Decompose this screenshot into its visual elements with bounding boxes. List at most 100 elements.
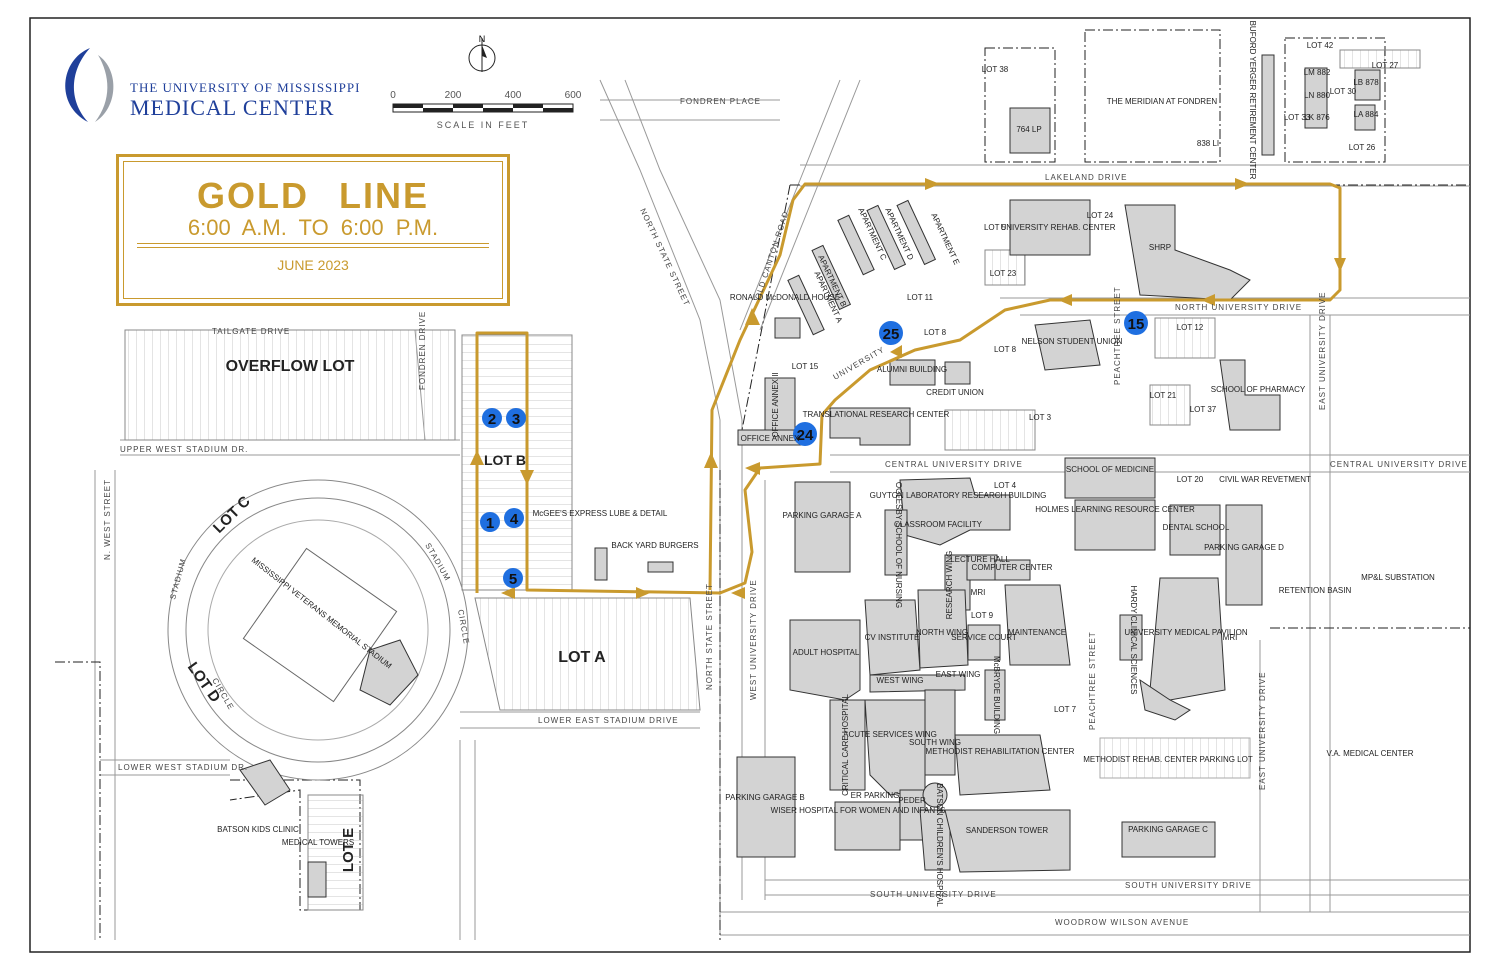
- svg-text:RONALD McDONALD HOUSE: RONALD McDONALD HOUSE: [730, 293, 840, 302]
- svg-text:LOT 4: LOT 4: [994, 481, 1017, 490]
- svg-text:LB 878: LB 878: [1353, 78, 1379, 87]
- route-arrows: [470, 178, 1346, 599]
- svg-text:EAST WING: EAST WING: [936, 670, 981, 679]
- svg-text:LAKELAND DRIVE: LAKELAND DRIVE: [1045, 173, 1127, 182]
- svg-text:LA 884: LA 884: [1354, 110, 1379, 119]
- svg-text:CRITICAL CARE HOSPITAL: CRITICAL CARE HOSPITAL: [841, 694, 850, 796]
- stop-2[interactable]: 2: [482, 408, 502, 428]
- svg-text:BATSON KIDS CLINIC: BATSON KIDS CLINIC: [217, 825, 299, 834]
- svg-text:PEACHTREE STREET: PEACHTREE STREET: [1088, 631, 1097, 730]
- stop-25[interactable]: 25: [879, 321, 903, 345]
- svg-text:NORTH WING: NORTH WING: [916, 628, 968, 637]
- svg-text:400: 400: [505, 90, 522, 101]
- svg-text:LOT 23: LOT 23: [990, 269, 1017, 278]
- svg-text:LOT 9: LOT 9: [971, 611, 994, 620]
- svg-text:OFFICE ANNEX II: OFFICE ANNEX II: [771, 372, 780, 437]
- org-name-line2: MEDICAL CENTER: [130, 95, 335, 120]
- svg-text:UNIVERSITY REHAB. CENTER: UNIVERSITY REHAB. CENTER: [1001, 223, 1116, 232]
- svg-text:SCHOOL OF PHARMACY: SCHOOL OF PHARMACY: [1211, 385, 1306, 394]
- svg-text:LOT 38: LOT 38: [982, 65, 1009, 74]
- svg-text:BACK YARD BURGERS: BACK YARD BURGERS: [611, 541, 698, 550]
- svg-text:LOT 5: LOT 5: [984, 223, 1007, 232]
- svg-text:CV INSTITUTE: CV INSTITUTE: [865, 633, 920, 642]
- parking-lots: [124, 49, 1421, 911]
- svg-text:764 LP: 764 LP: [1016, 125, 1041, 134]
- route-title-box: GOLD LINE 6:00 A.M. TO 6:00 P.M. JUNE 20…: [116, 154, 510, 306]
- svg-text:LOT 12: LOT 12: [1177, 323, 1204, 332]
- stadium-area: [167, 479, 469, 781]
- umc-logo-icon: [65, 48, 114, 122]
- svg-text:LOT 8: LOT 8: [924, 328, 947, 337]
- svg-text:METHODIST REHAB. CENTER PARKIN: METHODIST REHAB. CENTER PARKING LOT: [1083, 755, 1253, 764]
- svg-text:0: 0: [390, 90, 396, 101]
- lot-e-label: LOT E: [340, 828, 357, 872]
- svg-text:N: N: [479, 34, 486, 44]
- svg-text:SOUTH WING: SOUTH WING: [909, 738, 961, 747]
- svg-text:LK 876: LK 876: [1304, 113, 1330, 122]
- route-hours: 6:00 A.M. TO 6:00 P.M.: [187, 215, 439, 240]
- svg-text:UPPER WEST STADIUM DR.: UPPER WEST STADIUM DR.: [120, 445, 248, 454]
- stop-5[interactable]: 5: [503, 568, 523, 588]
- svg-text:LOT 11: LOT 11: [907, 293, 933, 302]
- svg-text:N. WEST STREET: N. WEST STREET: [103, 479, 112, 560]
- svg-text:SCALE IN FEET: SCALE IN FEET: [437, 120, 530, 130]
- svg-text:PARKING GARAGE B: PARKING GARAGE B: [725, 793, 804, 802]
- svg-text:WEST UNIVERSITY DRIVE: WEST UNIVERSITY DRIVE: [749, 579, 758, 700]
- lot-23-area: [984, 249, 1026, 286]
- svg-text:HOLMES LEARNING RESOURCE CENTE: HOLMES LEARNING RESOURCE CENTER: [1035, 505, 1195, 514]
- route-title-inner: [123, 161, 503, 299]
- svg-text:ALUMNI BUILDING: ALUMNI BUILDING: [877, 365, 947, 374]
- svg-text:METHODIST REHABILITATION CENTE: METHODIST REHABILITATION CENTER: [926, 747, 1075, 756]
- lot-a-area: [474, 597, 701, 711]
- lot-27-area: [1339, 49, 1421, 69]
- svg-text:SCHOOL OF MEDICINE: SCHOOL OF MEDICINE: [1066, 465, 1154, 474]
- svg-text:ADULT HOSPITAL: ADULT HOSPITAL: [793, 648, 860, 657]
- svg-text:24: 24: [797, 427, 814, 444]
- svg-text:LOT 21: LOT 21: [1150, 391, 1177, 400]
- gold-line-route: [475, 182, 1342, 595]
- svg-text:PEACHTREE STREET: PEACHTREE STREET: [1113, 286, 1122, 385]
- overflow-lot-label: OVERFLOW LOT: [226, 358, 355, 375]
- stop-1[interactable]: 1: [480, 512, 500, 532]
- svg-text:UNIVERSITY MEDICAL PAVILION: UNIVERSITY MEDICAL PAVILION: [1124, 628, 1248, 637]
- bus-stops: 1 2 3 4 5 15 24 25: [480, 311, 1148, 588]
- svg-text:BUFORD YERGER RETIREMENT CENTE: BUFORD YERGER RETIREMENT CENTER: [1248, 21, 1257, 180]
- org-name-line1: THE UNIVERSITY OF MISSISSIPPI: [130, 80, 361, 95]
- svg-text:NORTH STATE STREET: NORTH STATE STREET: [705, 583, 714, 690]
- svg-text:EAST UNIVERSITY DRIVE: EAST UNIVERSITY DRIVE: [1318, 291, 1327, 410]
- svg-text:LOT 24: LOT 24: [1087, 211, 1114, 220]
- svg-text:McBRYDE BUILDING: McBRYDE BUILDING: [992, 656, 1001, 734]
- svg-text:CLASSROOM FACILITY: CLASSROOM FACILITY: [894, 520, 983, 529]
- svg-text:MP&L SUBSTATION: MP&L SUBSTATION: [1361, 573, 1435, 582]
- stop-15[interactable]: 15: [1124, 311, 1148, 335]
- svg-text:LM 882: LM 882: [1304, 68, 1331, 77]
- svg-text:LOT 3: LOT 3: [1029, 413, 1052, 422]
- route-name: GOLD LINE: [197, 175, 429, 216]
- route-date: JUNE 2023: [277, 257, 349, 273]
- svg-text:PARKING GARAGE A: PARKING GARAGE A: [783, 511, 863, 520]
- svg-text:LOT 33: LOT 33: [1284, 113, 1311, 122]
- svg-text:SOUTH UNIVERSITY DRIVE: SOUTH UNIVERSITY DRIVE: [1125, 881, 1252, 890]
- lot-b-label: LOT B: [484, 452, 526, 468]
- svg-text:MEDICAL TOWERS: MEDICAL TOWERS: [282, 838, 354, 847]
- svg-text:CREDIT UNION: CREDIT UNION: [926, 388, 984, 397]
- svg-text:MRI: MRI: [971, 588, 986, 597]
- stop-24[interactable]: 24: [793, 422, 817, 446]
- svg-text:ACUTE SERVICES WING: ACUTE SERVICES WING: [843, 730, 937, 739]
- stop-3[interactable]: 3: [506, 408, 526, 428]
- svg-text:DENTAL SCHOOL: DENTAL SCHOOL: [1163, 523, 1230, 532]
- svg-text:PEDER: PEDER: [898, 796, 926, 805]
- svg-text:LECTURE HALL: LECTURE HALL: [950, 555, 1010, 564]
- svg-text:1: 1: [486, 515, 494, 532]
- svg-text:LOT 15: LOT 15: [792, 362, 819, 371]
- svg-text:NORTH UNIVERSITY DRIVE: NORTH UNIVERSITY DRIVE: [1175, 303, 1302, 312]
- svg-text:THE MERIDIAN AT FONDREN: THE MERIDIAN AT FONDREN: [1107, 97, 1218, 106]
- methodist-lot-area: [1099, 737, 1251, 779]
- svg-text:LN 880: LN 880: [1304, 91, 1330, 100]
- svg-text:FONDREN PLACE: FONDREN PLACE: [680, 97, 761, 106]
- svg-text:PARKING GARAGE D: PARKING GARAGE D: [1204, 543, 1284, 552]
- lot-12-area: [1154, 317, 1216, 359]
- svg-text:LOT 20: LOT 20: [1177, 475, 1204, 484]
- stop-4[interactable]: 4: [504, 508, 524, 528]
- svg-text:CENTRAL UNIVERSITY DRIVE: CENTRAL UNIVERSITY DRIVE: [885, 460, 1023, 469]
